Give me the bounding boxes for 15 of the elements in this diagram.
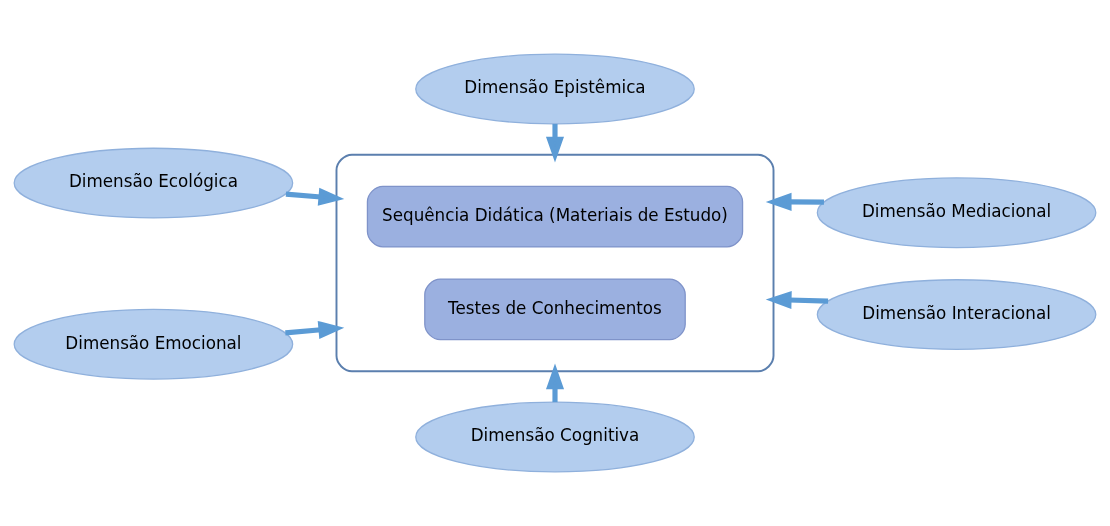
node-ellipse: Dimensão Cognitiva [415, 401, 695, 473]
node-ellipse: Dimensão Epistêmica [415, 53, 695, 125]
node-ellipse: Dimensão Interacional [816, 279, 1097, 350]
cluster [335, 153, 775, 373]
arrow [765, 291, 829, 310]
node-ellipse: Dimensão Ecológica [13, 147, 294, 219]
node-box: Testes de Conhecimentos [424, 278, 686, 341]
arrow [285, 320, 345, 339]
node-box: Sequência Didática (Materiais de Estudo) [366, 185, 744, 248]
node-ellipse: Dimensão Emocional [13, 308, 294, 380]
arrow [545, 123, 565, 163]
arrow [765, 192, 824, 211]
node-ellipse: Dimensão Mediacional [816, 177, 1097, 249]
arrow [545, 363, 565, 403]
arrow [285, 187, 345, 206]
